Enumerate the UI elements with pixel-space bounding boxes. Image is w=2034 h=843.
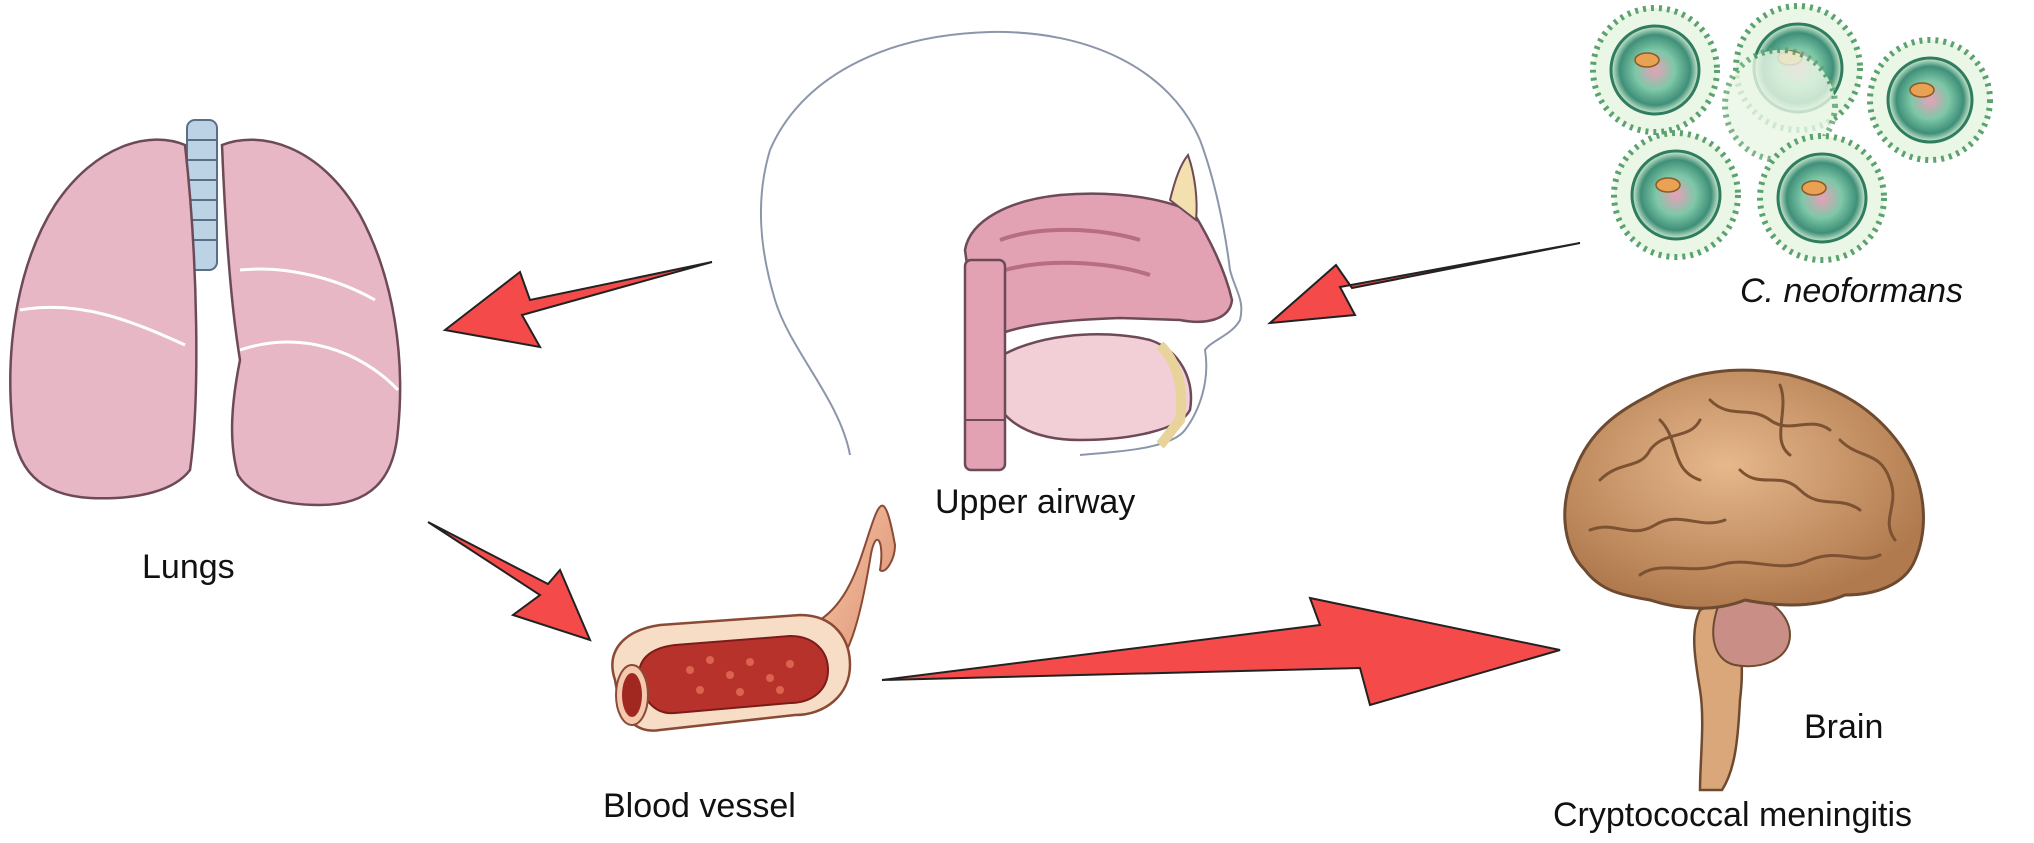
arrows xyxy=(427,242,1581,707)
arrow-vessel-to-brain xyxy=(881,596,1561,707)
lungs-illustration xyxy=(9,119,402,507)
head-airway-illustration xyxy=(759,30,1243,472)
trachea xyxy=(186,119,218,271)
arrow-lungs-to-vessel xyxy=(427,521,592,642)
head-outline xyxy=(759,30,1243,456)
blood-vessel-illustration xyxy=(611,504,897,732)
right-lung xyxy=(220,138,402,507)
lungs-label: Lungs xyxy=(142,548,235,586)
arrow-airway-to-lungs xyxy=(442,261,713,349)
disease-label: Cryptococcal meningitis xyxy=(1553,796,1913,834)
cerebrum xyxy=(1563,368,1925,610)
brain-illustration xyxy=(1563,368,1925,792)
cryptococcus-cells-illustration xyxy=(1590,3,1993,263)
trachea-pharynx xyxy=(963,258,1007,472)
left-lung xyxy=(9,138,198,500)
brain-label: Brain xyxy=(1804,708,1884,746)
upper-airway-label: Upper airway xyxy=(935,483,1136,521)
blood-vessel-label: Blood vessel xyxy=(603,787,796,825)
fungus-label: C. neoformans xyxy=(1740,272,1963,310)
arrow-fungus-to-airway xyxy=(1267,242,1581,325)
oral-cavity xyxy=(993,333,1193,442)
